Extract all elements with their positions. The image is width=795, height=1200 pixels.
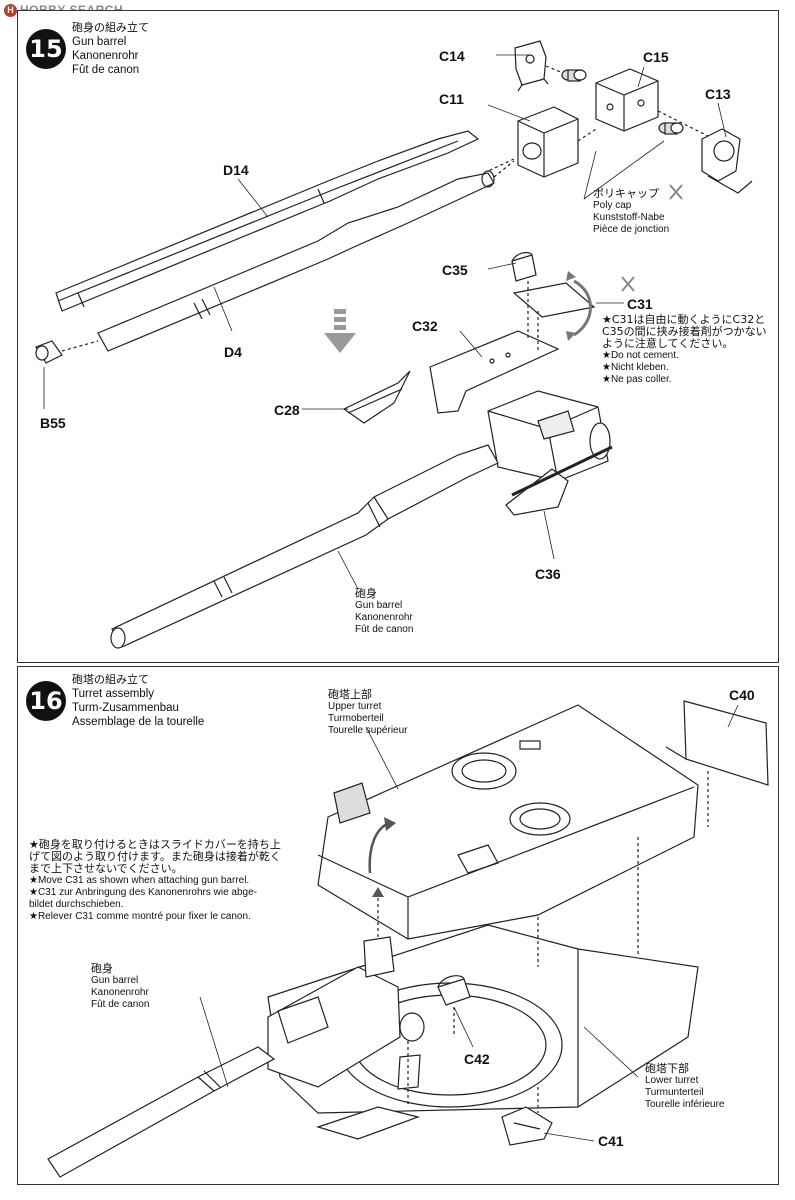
upper-turret-label: 砲塔上部 Upper turret Turmoberteil Tourelle …	[328, 689, 408, 737]
step-15-title-jp: 砲身の組み立て	[72, 21, 149, 34]
step-15-note-jp-2: C35の間に挟み接着剤がつかない	[602, 325, 767, 338]
part-label-c36: C36	[535, 566, 561, 582]
step-16-note-en: ★Move C31 as shown when attaching gun ba…	[29, 875, 250, 886]
part-c40-drawing	[665, 700, 769, 786]
part-label-c41: C41	[598, 1133, 624, 1149]
step-15-note: ★C31は自由に動くようにC32と C35の間に挟み接着剤がつかない ように注意…	[602, 314, 767, 386]
step-16-barrel-label-de: Kanonenrohr	[91, 987, 149, 998]
part-label-c15: C15	[643, 49, 669, 65]
part-c35-drawing	[511, 251, 537, 282]
part-label-c31: C31	[627, 296, 653, 312]
part-label-c28: C28	[274, 402, 300, 418]
part-c14-drawing	[514, 40, 549, 92]
step-15-note-fr: ★Ne pas coller.	[602, 374, 672, 385]
step-16-note-fr: ★Relever C31 comme montré pour fixer le …	[29, 911, 251, 922]
part-c28-drawing	[342, 370, 411, 424]
step-15-title: 砲身の組み立て Gun barrel Kanonenrohr Fût de ca…	[72, 21, 149, 77]
step-15-note-en: ★Do not cement.	[602, 350, 679, 361]
step-15-note-de: ★Nicht kleben.	[602, 362, 669, 373]
step-16-number-badge: 16	[26, 681, 66, 721]
part-polycap-drawing	[561, 69, 684, 135]
part-label-c13: C13	[705, 86, 731, 102]
lower-turret-label: 砲塔下部 Lower turret Turmunterteil Tourelle…	[645, 1063, 725, 1111]
polycap-label-en: Poly cap	[593, 200, 632, 211]
part-label-b55: B55	[40, 415, 66, 431]
lower-turret-label-jp: 砲塔下部	[645, 1062, 689, 1075]
mantlet-small-parts-drawing	[316, 1012, 425, 1140]
upper-turret-label-en: Upper turret	[328, 701, 382, 712]
polycap-label-fr: Pièce de jonction	[593, 224, 670, 235]
polycap-label-de: Kunststoff-Nabe	[593, 212, 665, 223]
lower-turret-label-en: Lower turret	[645, 1075, 699, 1086]
upper-turret-label-jp: 砲塔上部	[328, 688, 372, 701]
part-b55-drawing	[35, 340, 63, 364]
lower-turret-label-de: Turmunterteil	[645, 1087, 704, 1098]
step-15-drawing	[35, 40, 753, 649]
step-16-title-fr: Assemblage de la tourelle	[72, 716, 205, 728]
part-label-c40: C40	[729, 687, 755, 703]
step-15-note-jp-1: ★C31は自由に動くようにC32と	[602, 313, 766, 326]
step-16-barrel-label-fr: Fût de canon	[91, 999, 150, 1010]
polycap-label-jp: ポリキャップ	[593, 187, 659, 200]
assembled-gun-barrel-drawing	[47, 1046, 276, 1178]
step-15-panel: 15 砲身の組み立て Gun barrel Kanonenrohr Fût de…	[17, 10, 779, 663]
step-16-title-en: Turret assembly	[72, 688, 155, 700]
step-15-title-fr: Fût de canon	[72, 64, 140, 76]
step-16-title-jp: 砲塔の組み立て	[72, 673, 149, 686]
step-15-barrel-label-jp: 砲身	[355, 587, 377, 600]
assembled-gun-barrel-drawing	[110, 444, 499, 649]
part-c13-drawing	[701, 128, 753, 194]
part-label-d14: D14	[223, 162, 249, 178]
step-16-note-jp-2: げて図のよう取り付けます。また砲身は接着が乾く	[29, 850, 281, 863]
step-15-barrel-label: 砲身 Gun barrel Kanonenrohr Fût de canon	[355, 588, 413, 636]
step-15-barrel-label-fr: Fût de canon	[355, 624, 414, 635]
upper-turret-drawing	[317, 704, 699, 940]
step-16-barrel-label-jp: 砲身	[91, 962, 113, 975]
step-15-barrel-label-en: Gun barrel	[355, 600, 403, 611]
step-16-note: ★砲身を取り付けるときはスライドカバーを持ち上 げて図のよう取り付けます。また砲…	[29, 839, 281, 923]
step-16-barrel-label: 砲身 Gun barrel Kanonenrohr Fût de canon	[91, 963, 149, 1011]
step-16-panel: 16 砲塔の組み立て Turret assembly Turm-Zusammen…	[17, 666, 779, 1185]
upper-turret-label-fr: Tourelle supérieur	[328, 725, 408, 736]
step-15-number-badge: 15	[26, 29, 66, 69]
upper-turret-label-de: Turmoberteil	[328, 713, 384, 724]
step-16-title: 砲塔の組み立て Turret assembly Turm-Zusammenbau…	[72, 673, 204, 729]
step-16-note-de-1: ★C31 zur Anbringung des Kanonenrohrs wie…	[29, 887, 257, 898]
step-16-title-de: Turm-Zusammenbau	[72, 702, 179, 714]
part-label-c35: C35	[442, 262, 468, 278]
part-label-c11: C11	[439, 91, 464, 107]
polycap-label: ポリキャップ Poly cap Kunststoff-Nabe Pièce de…	[593, 188, 669, 236]
step-15-title-en: Gun barrel	[72, 36, 127, 48]
step-16-drawing	[47, 700, 769, 1178]
part-c31-drawing	[512, 282, 596, 318]
gun-breech-drawing	[487, 390, 611, 482]
step-16-barrel-label-en: Gun barrel	[91, 975, 139, 986]
step-16-note-jp-3: まで上下させないでください。	[29, 862, 183, 875]
part-label-c32: C32	[412, 318, 438, 334]
step-15-note-jp-3: ように注意してください。	[602, 337, 734, 350]
step-15-barrel-label-de: Kanonenrohr	[355, 612, 413, 623]
part-label-d4: D4	[224, 344, 242, 360]
watermark-logo-icon: H	[4, 3, 17, 17]
part-c15-drawing	[595, 68, 659, 132]
step-16-note-de-2: bildet durchschieben.	[29, 899, 124, 910]
part-c42-drawing	[437, 975, 471, 1006]
step-15-title-de: Kanonenrohr	[72, 50, 139, 62]
lower-turret-label-fr: Tourelle inférieure	[645, 1099, 725, 1110]
part-d14-drawing	[55, 130, 480, 312]
part-label-c42: C42	[464, 1051, 490, 1067]
step-16-note-jp-1: ★砲身を取り付けるときはスライドカバーを持ち上	[29, 838, 281, 851]
part-c41-drawing	[501, 1106, 553, 1146]
direction-arrow-icon	[324, 309, 356, 353]
part-c32-drawing	[429, 330, 560, 414]
gun-mantlet-drawing	[267, 936, 401, 1088]
part-d4-drawing	[97, 170, 495, 352]
part-c36-drawing	[505, 445, 613, 516]
part-c11-drawing	[517, 106, 579, 178]
part-label-c14: C14	[439, 48, 465, 64]
no-cement-icon	[621, 184, 683, 292]
